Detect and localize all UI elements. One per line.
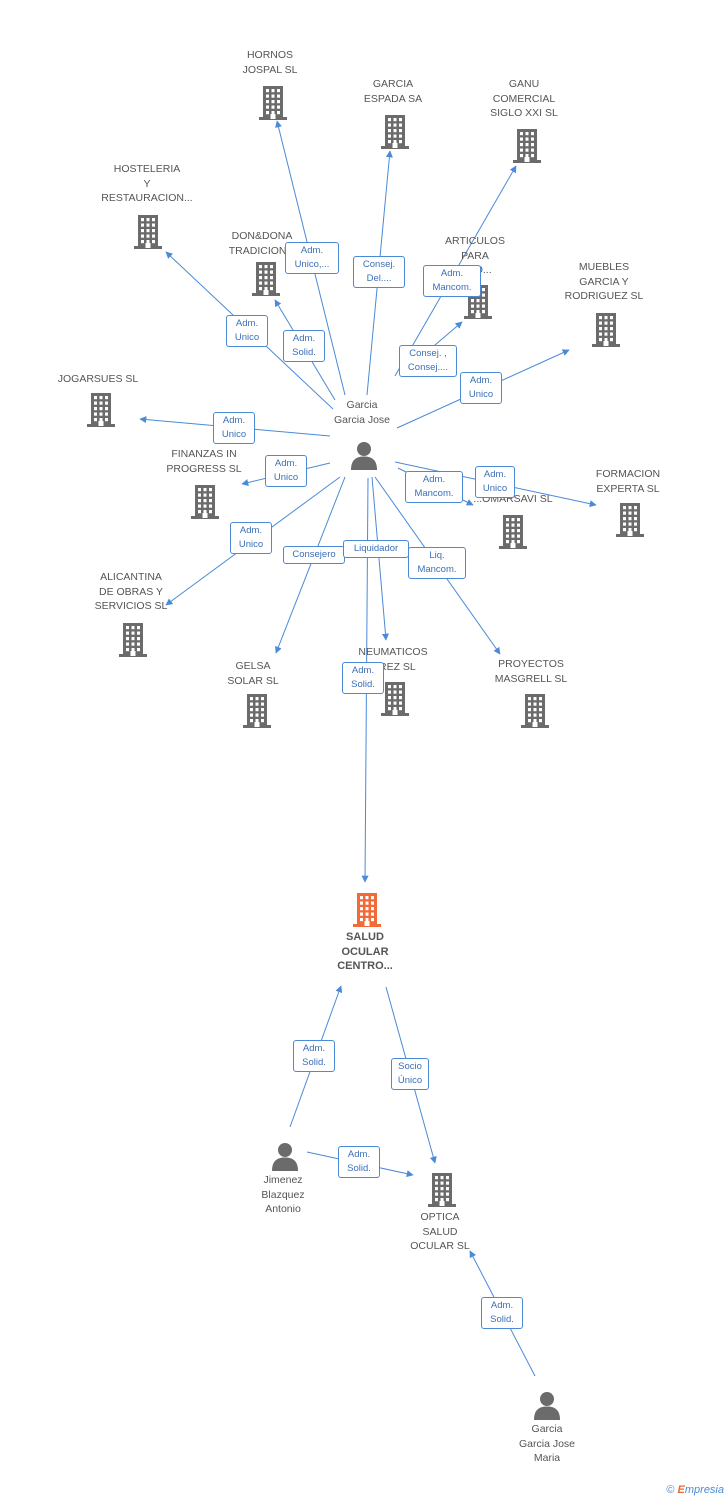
person-name-label[interactable]: Garcia Garcia Jose Maria bbox=[507, 1422, 587, 1466]
company-name-label[interactable]: FORMACION EXPERTA SL bbox=[588, 467, 668, 496]
building-icon[interactable] bbox=[351, 892, 383, 928]
building-icon[interactable] bbox=[132, 214, 164, 250]
building-icon[interactable] bbox=[189, 484, 221, 520]
node-label-text: Jimenez Blazquez Antonio bbox=[261, 1174, 305, 1216]
node-label-text: Garcia Garcia Jose Maria bbox=[518, 1423, 576, 1465]
relationship-label[interactable]: Consejero bbox=[283, 546, 345, 564]
company-name-label[interactable]: FINANZAS IN PROGRESS SL bbox=[159, 447, 249, 476]
empresia-logo-e: E bbox=[677, 1484, 685, 1496]
company-name-label[interactable]: JOGARSUES SL bbox=[48, 372, 148, 387]
relationship-label[interactable]: Adm. Unico bbox=[460, 372, 502, 404]
building-icon[interactable] bbox=[85, 392, 117, 428]
relationship-label[interactable]: Consej. Del.... bbox=[353, 256, 405, 288]
relationship-label[interactable]: Adm. Solid. bbox=[283, 330, 325, 362]
building-icon[interactable] bbox=[379, 114, 411, 150]
node-label-text: HORNOS JOSPAL SL bbox=[242, 49, 298, 76]
node-label-text: GARCIA ESPADA SA bbox=[363, 78, 423, 105]
node-label-text: SALUD OCULAR CENTRO... bbox=[337, 931, 393, 973]
building-icon[interactable] bbox=[519, 693, 551, 729]
node-label-text: ALICANTINA DE OBRAS Y SERVICIOS SL bbox=[94, 571, 168, 613]
company-name-label[interactable]: ALICANTINA DE OBRAS Y SERVICIOS SL bbox=[81, 570, 181, 614]
building-icon[interactable] bbox=[590, 312, 622, 348]
person-name-label[interactable]: Garcia Garcia Jose bbox=[322, 398, 402, 427]
building-icon[interactable] bbox=[379, 681, 411, 717]
person-icon[interactable] bbox=[532, 1391, 562, 1421]
person-icon[interactable] bbox=[270, 1142, 300, 1172]
node-label-text: GELSA SOLAR SL bbox=[227, 660, 279, 687]
node-label-text: JOGARSUES SL bbox=[57, 373, 139, 385]
copyright-symbol: © bbox=[666, 1484, 675, 1496]
company-name-label[interactable]: SALUD OCULAR CENTRO... bbox=[325, 930, 405, 974]
relationship-label[interactable]: Adm. Unico bbox=[265, 455, 307, 487]
relationship-label[interactable]: Adm. Solid. bbox=[342, 662, 384, 694]
relationship-label[interactable]: Adm. Unico,... bbox=[285, 242, 339, 274]
relationship-label[interactable]: Adm. Unico bbox=[226, 315, 268, 347]
company-name-label[interactable]: HORNOS JOSPAL SL bbox=[230, 48, 310, 77]
node-label-text: MUEBLES GARCIA Y RODRIGUEZ SL bbox=[564, 261, 644, 303]
person-name-label[interactable]: Jimenez Blazquez Antonio bbox=[243, 1173, 323, 1217]
company-name-label[interactable]: GANU COMERCIAL SIGLO XXI SL bbox=[479, 77, 569, 121]
relationship-label[interactable]: Adm. Unico bbox=[213, 412, 255, 444]
relationship-arrow bbox=[371, 476, 389, 641]
company-name-label[interactable]: GARCIA ESPADA SA bbox=[353, 77, 433, 106]
relationship-arrow bbox=[275, 476, 346, 654]
building-icon[interactable] bbox=[426, 1172, 458, 1208]
empresia-footer: © Empresia bbox=[666, 1484, 724, 1496]
building-icon[interactable] bbox=[257, 85, 289, 121]
building-icon[interactable] bbox=[497, 514, 529, 550]
relationship-label[interactable]: Adm. Unico bbox=[230, 522, 272, 554]
relationship-label[interactable]: Adm. Unico bbox=[475, 466, 515, 498]
relationship-label[interactable]: Adm. Mancom. bbox=[423, 265, 481, 297]
relationship-label[interactable]: Adm. Solid. bbox=[338, 1146, 380, 1178]
relationship-label[interactable]: Liquidador bbox=[343, 540, 409, 558]
node-label-text: OPTICA SALUD OCULAR SL bbox=[410, 1211, 470, 1253]
relationship-label[interactable]: Consej. , Consej.... bbox=[399, 345, 457, 377]
node-label-text: PROYECTOS MASGRELL SL bbox=[494, 658, 568, 685]
node-label-text: GANU COMERCIAL SIGLO XXI SL bbox=[490, 78, 558, 120]
node-label-text: HOSTELERIA Y RESTAURACION... bbox=[101, 163, 193, 205]
company-name-label[interactable]: OPTICA SALUD OCULAR SL bbox=[400, 1210, 480, 1254]
relationship-label[interactable]: Adm. Solid. bbox=[481, 1297, 523, 1329]
building-icon[interactable] bbox=[511, 128, 543, 164]
company-name-label[interactable]: HOSTELERIA Y RESTAURACION... bbox=[97, 162, 197, 206]
building-icon[interactable] bbox=[241, 693, 273, 729]
relationship-label[interactable]: Socio Único bbox=[391, 1058, 429, 1090]
relationship-label[interactable]: Adm. Mancom. bbox=[405, 471, 463, 503]
company-name-label[interactable]: PROYECTOS MASGRELL SL bbox=[486, 657, 576, 686]
company-name-label[interactable]: DON&DONA TRADICION... bbox=[217, 229, 307, 258]
company-name-label[interactable]: GELSA SOLAR SL bbox=[213, 659, 293, 688]
node-label-text: FINANZAS IN PROGRESS SL bbox=[166, 448, 242, 475]
relationship-label[interactable]: Adm. Solid. bbox=[293, 1040, 335, 1072]
relationship-label[interactable]: Liq. Mancom. bbox=[408, 547, 466, 579]
empresia-logo-text: mpresia bbox=[684, 1484, 724, 1496]
node-label-text: Garcia Garcia Jose bbox=[333, 399, 391, 426]
building-icon[interactable] bbox=[614, 502, 646, 538]
node-label-text: FORMACION EXPERTA SL bbox=[595, 468, 661, 495]
node-label-text: DON&DONA TRADICION... bbox=[228, 230, 296, 257]
person-icon[interactable] bbox=[349, 441, 379, 471]
building-icon[interactable] bbox=[117, 622, 149, 658]
building-icon[interactable] bbox=[250, 261, 282, 297]
company-name-label[interactable]: MUEBLES GARCIA Y RODRIGUEZ SL bbox=[554, 260, 654, 304]
